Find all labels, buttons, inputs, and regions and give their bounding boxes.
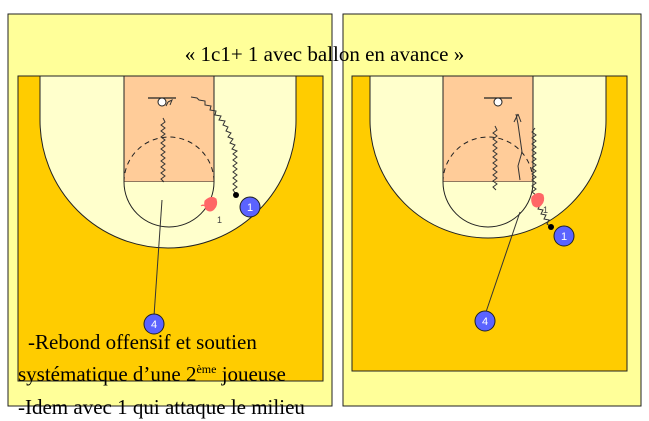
right-basket bbox=[493, 97, 503, 107]
left-player-4-label: 4 bbox=[151, 319, 157, 331]
left-player-4[interactable] bbox=[143, 313, 165, 335]
left-free-throw-circle-dashed bbox=[123, 136, 215, 183]
left-ball bbox=[233, 192, 239, 198]
left-support-line bbox=[153, 199, 163, 317]
right-defender-label: 1 bbox=[543, 205, 548, 215]
caption-line-2-after: joueuse bbox=[216, 362, 286, 386]
right-diagram: 1 1 4 bbox=[342, 13, 642, 407]
caption-line-2: systématique d’une 2ème joueuse bbox=[18, 362, 286, 387]
right-player-4[interactable] bbox=[474, 310, 496, 332]
left-dribble-path bbox=[190, 96, 239, 195]
right-support-line bbox=[485, 211, 521, 313]
right-player-1-label: 1 bbox=[561, 231, 567, 243]
left-key bbox=[123, 75, 215, 183]
left-player-1[interactable] bbox=[239, 196, 261, 218]
right-defender-icon bbox=[531, 192, 545, 208]
right-key bbox=[442, 75, 534, 183]
right-player-1[interactable] bbox=[553, 225, 575, 247]
right-dribble-path bbox=[531, 127, 551, 227]
left-diagram: 1 1 4 bbox=[7, 13, 333, 407]
left-rebound-path bbox=[160, 117, 166, 183]
caption-line-3: -Idem avec 1 qui attaque le milieu bbox=[18, 395, 305, 419]
caption-line-2-before: systématique d’une 2 bbox=[18, 362, 197, 386]
left-defender-label: 1 bbox=[217, 215, 222, 225]
left-basket bbox=[157, 97, 167, 107]
right-free-throw-circle bbox=[442, 181, 534, 228]
right-rebound-path bbox=[513, 113, 523, 181]
left-player-1-label: 1 bbox=[247, 202, 253, 214]
right-support-path bbox=[492, 125, 498, 191]
right-ball bbox=[548, 224, 554, 230]
left-defender-icon bbox=[200, 196, 218, 212]
right-player-4-label: 4 bbox=[482, 316, 488, 328]
right-free-throw-circle-dashed bbox=[442, 136, 534, 183]
diagram-title: « 1c1+ 1 avec ballon en avance » bbox=[184, 42, 465, 66]
caption-line-1: -Rebond offensif et soutien bbox=[28, 330, 257, 354]
left-shot-arrow bbox=[165, 98, 173, 107]
caption-line-2-sup: ème bbox=[196, 362, 217, 376]
